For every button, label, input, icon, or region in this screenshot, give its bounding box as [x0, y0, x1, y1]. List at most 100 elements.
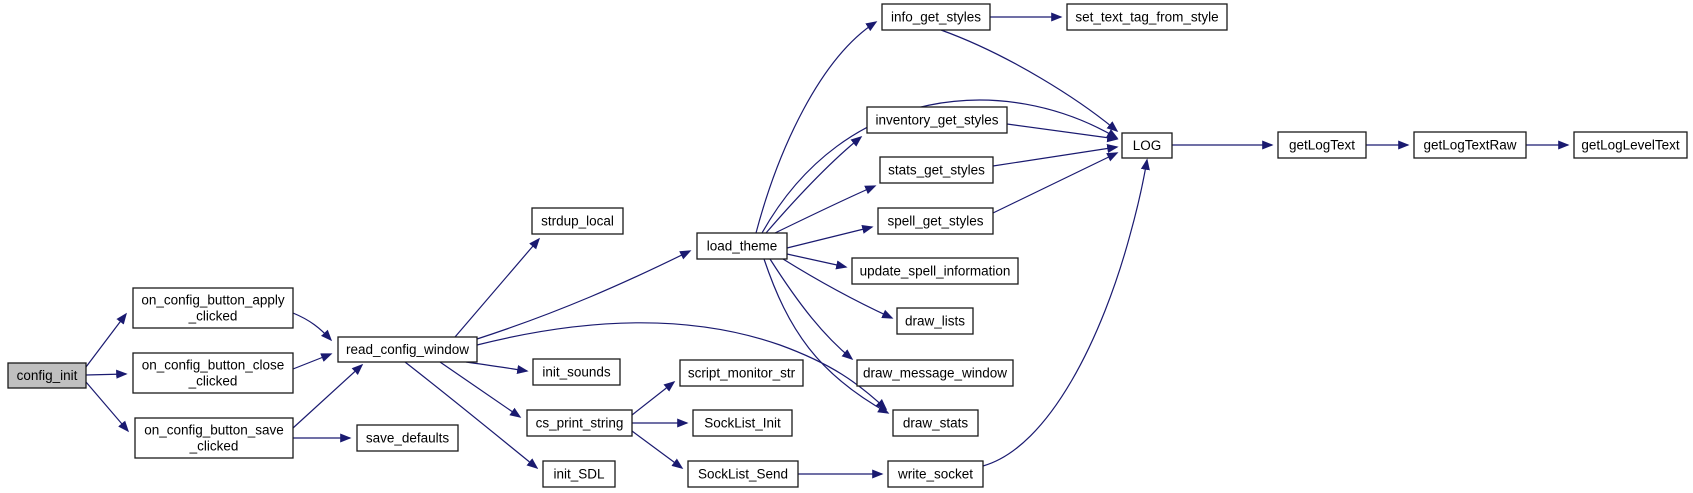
node-box-update_spell_information[interactable]: [851, 257, 1019, 285]
edge-inventory_get_styles-to-LOG: [1006, 123, 1119, 143]
node-label-draw_message_window: draw_message_window: [863, 366, 1007, 381]
node-label-on_config_button_save_clicked: on_config_button_save_clicked: [144, 423, 284, 454]
edge-info_get_styles-to-LOG: [940, 29, 1119, 133]
node-label-script_monitor_str: script_monitor_str: [688, 366, 796, 381]
edge-read_config_window-to-strdup_local: [454, 237, 541, 338]
node-SockList_Send[interactable]: SockList_Send: [687, 460, 799, 488]
node-SockList_Init[interactable]: SockList_Init: [692, 409, 793, 437]
node-box-getLogText[interactable]: [1277, 131, 1367, 159]
edge-read_config_window-to-init_SDL: [404, 361, 539, 470]
node-box-init_sounds[interactable]: [532, 358, 621, 386]
node-label-draw_stats: draw_stats: [903, 416, 969, 431]
node-box-getLogTextRaw[interactable]: [1413, 131, 1527, 159]
node-label-on_config_button_apply_clicked: on_config_button_apply_clicked: [141, 293, 285, 324]
node-label-read_config_window: read_config_window: [346, 342, 469, 357]
node-layer: config_init on_config_button_apply_clicke…: [7, 3, 1688, 488]
node-label-getLogTextRaw: getLogTextRaw: [1423, 138, 1516, 153]
edge-write_socket-to-LOG: [982, 158, 1150, 467]
node-init_SDL[interactable]: init_SDL: [542, 460, 616, 488]
node-getLogTextRaw[interactable]: getLogTextRaw: [1413, 131, 1527, 159]
node-on_config_button_apply_clicked[interactable]: on_config_button_apply_clicked: [132, 287, 294, 329]
node-label-info_get_styles: info_get_styles: [891, 10, 981, 25]
node-box-load_theme[interactable]: [696, 232, 788, 260]
edge-load_theme-to-draw_message_window: [769, 258, 854, 361]
node-write_socket[interactable]: write_socket: [887, 460, 984, 488]
node-label-load_theme: load_theme: [707, 239, 778, 254]
node-set_text_tag_from_style[interactable]: set_text_tag_from_style: [1066, 3, 1228, 31]
node-cs_print_string[interactable]: cs_print_string: [526, 409, 633, 437]
node-box-script_monitor_str[interactable]: [679, 359, 804, 387]
node-box-SockList_Init[interactable]: [692, 409, 793, 437]
node-box-stats_get_styles[interactable]: [879, 156, 994, 184]
node-stats_get_styles[interactable]: stats_get_styles: [879, 156, 994, 184]
node-label-init_sounds: init_sounds: [542, 365, 611, 380]
node-box-strdup_local[interactable]: [531, 207, 624, 235]
node-getLogText[interactable]: getLogText: [1277, 131, 1367, 159]
node-label-set_text_tag_from_style: set_text_tag_from_style: [1075, 10, 1218, 25]
node-box-write_socket[interactable]: [887, 460, 984, 488]
node-inventory_get_styles[interactable]: inventory_get_styles: [866, 106, 1008, 134]
node-box-set_text_tag_from_style[interactable]: [1066, 3, 1228, 31]
node-box-on_config_button_close_clicked[interactable]: [132, 352, 294, 394]
node-box-getLogLevelText[interactable]: [1573, 131, 1688, 159]
node-label-save_defaults: save_defaults: [366, 431, 450, 446]
node-save_defaults[interactable]: save_defaults: [356, 424, 459, 452]
node-on_config_button_close_clicked[interactable]: on_config_button_close_clicked: [132, 352, 294, 394]
edge-load_theme-to-info_get_styles: [755, 21, 878, 234]
node-box-on_config_button_save_clicked[interactable]: [134, 417, 294, 459]
node-box-draw_lists[interactable]: [896, 307, 974, 335]
node-box-SockList_Send[interactable]: [687, 460, 799, 488]
node-box-info_get_styles[interactable]: [881, 3, 991, 31]
edge-load_theme-to-draw_lists: [782, 258, 894, 319]
node-script_monitor_str[interactable]: script_monitor_str: [679, 359, 804, 387]
node-box-init_SDL[interactable]: [542, 460, 616, 488]
node-label-config_init: config_init: [17, 368, 78, 383]
node-info_get_styles[interactable]: info_get_styles: [881, 3, 991, 31]
node-label-init_SDL: init_SDL: [553, 467, 605, 482]
node-box-on_config_button_apply_clicked[interactable]: [132, 287, 294, 329]
edge-config_init-to-on_config_button_save_clicked: [85, 381, 130, 433]
node-box-config_init[interactable]: [7, 362, 87, 389]
node-init_sounds[interactable]: init_sounds: [532, 358, 621, 386]
node-box-draw_stats[interactable]: [892, 409, 979, 437]
edge-layer: [85, 12, 1570, 479]
edge-read_config_window-to-draw_stats: [476, 322, 888, 411]
node-read_config_window[interactable]: read_config_window: [337, 336, 478, 363]
edge-read_config_window-to-load_theme: [476, 250, 692, 340]
node-box-inventory_get_styles[interactable]: [866, 106, 1008, 134]
edge-load_theme-to-LOG: [761, 99, 1119, 234]
node-label-update_spell_information: update_spell_information: [860, 264, 1011, 279]
edge-cs_print_string-to-script_monitor_str: [631, 381, 676, 416]
node-label-inventory_get_styles: inventory_get_styles: [875, 113, 998, 128]
node-update_spell_information[interactable]: update_spell_information: [851, 257, 1019, 285]
node-getLogLevelText[interactable]: getLogLevelText: [1573, 131, 1688, 159]
node-load_theme[interactable]: load_theme: [696, 232, 788, 260]
edge-config_init-to-on_config_button_apply_clicked: [85, 312, 127, 368]
node-box-read_config_window[interactable]: [337, 336, 478, 363]
node-spell_get_styles[interactable]: spell_get_styles: [877, 207, 994, 235]
edge-read_config_window-to-cs_print_string: [439, 361, 522, 418]
node-label-strdup_local: strdup_local: [541, 214, 614, 229]
edge-spell_get_styles-to-LOG: [992, 152, 1119, 214]
node-draw_stats[interactable]: draw_stats: [892, 409, 979, 437]
node-box-cs_print_string[interactable]: [526, 409, 633, 437]
node-label-SockList_Send: SockList_Send: [698, 467, 788, 482]
node-box-save_defaults[interactable]: [356, 424, 459, 452]
node-draw_message_window[interactable]: draw_message_window: [856, 359, 1014, 387]
node-LOG[interactable]: LOG: [1121, 132, 1173, 159]
node-strdup_local[interactable]: strdup_local: [531, 207, 624, 235]
edge-load_theme-to-update_spell_information: [786, 253, 848, 270]
node-config_init[interactable]: config_init: [7, 362, 87, 389]
node-label-write_socket: write_socket: [897, 467, 973, 482]
node-draw_lists[interactable]: draw_lists: [896, 307, 974, 335]
node-box-spell_get_styles[interactable]: [877, 207, 994, 235]
edge-on_config_button_save_clicked-to-read_config_window: [292, 363, 364, 429]
node-label-spell_get_styles: spell_get_styles: [887, 214, 983, 229]
node-box-LOG[interactable]: [1121, 132, 1173, 159]
node-box-draw_message_window[interactable]: [856, 359, 1014, 387]
edge-read_config_window-to-init_sounds: [465, 361, 529, 375]
node-on_config_button_save_clicked[interactable]: on_config_button_save_clicked: [134, 417, 294, 459]
node-label-LOG: LOG: [1133, 138, 1162, 153]
